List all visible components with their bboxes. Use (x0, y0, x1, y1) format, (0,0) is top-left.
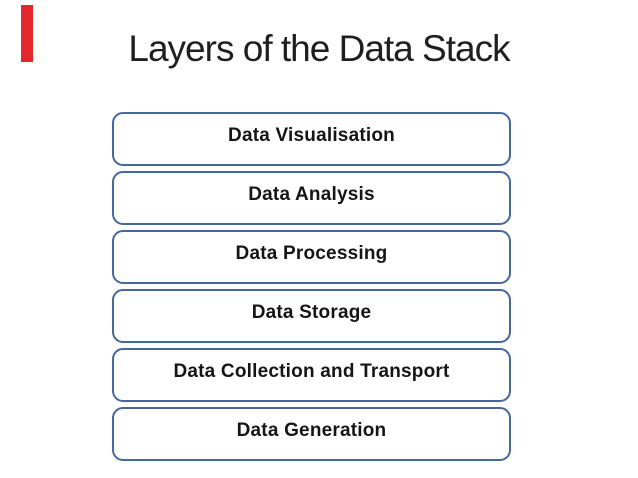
stack-layer-label: Data Collection and Transport (173, 360, 450, 382)
stack-layer-label: Data Processing (235, 242, 388, 264)
stack-layer-data-collection-and-transport: Data Collection and Transport (112, 348, 511, 402)
stack-layer-label: Data Analysis (248, 183, 375, 205)
stack-layer-label: Data Visualisation (228, 124, 395, 146)
stack-layer-data-analysis: Data Analysis (112, 171, 511, 225)
slide-title: Layers of the Data Stack (128, 28, 510, 69)
stack-layer-label: Data Storage (251, 301, 372, 323)
red-accent-bar (21, 5, 33, 62)
stack-layer-data-generation: Data Generation (112, 407, 511, 461)
stack-layer-data-storage: Data Storage (112, 289, 511, 343)
stack-layer-label: Data Generation (236, 419, 387, 441)
stack-layer-data-visualisation: Data Visualisation (112, 112, 511, 166)
stack-diagram: Data Visualisation Data Analysis Data Pr… (112, 112, 511, 461)
stack-layer-data-processing: Data Processing (112, 230, 511, 284)
